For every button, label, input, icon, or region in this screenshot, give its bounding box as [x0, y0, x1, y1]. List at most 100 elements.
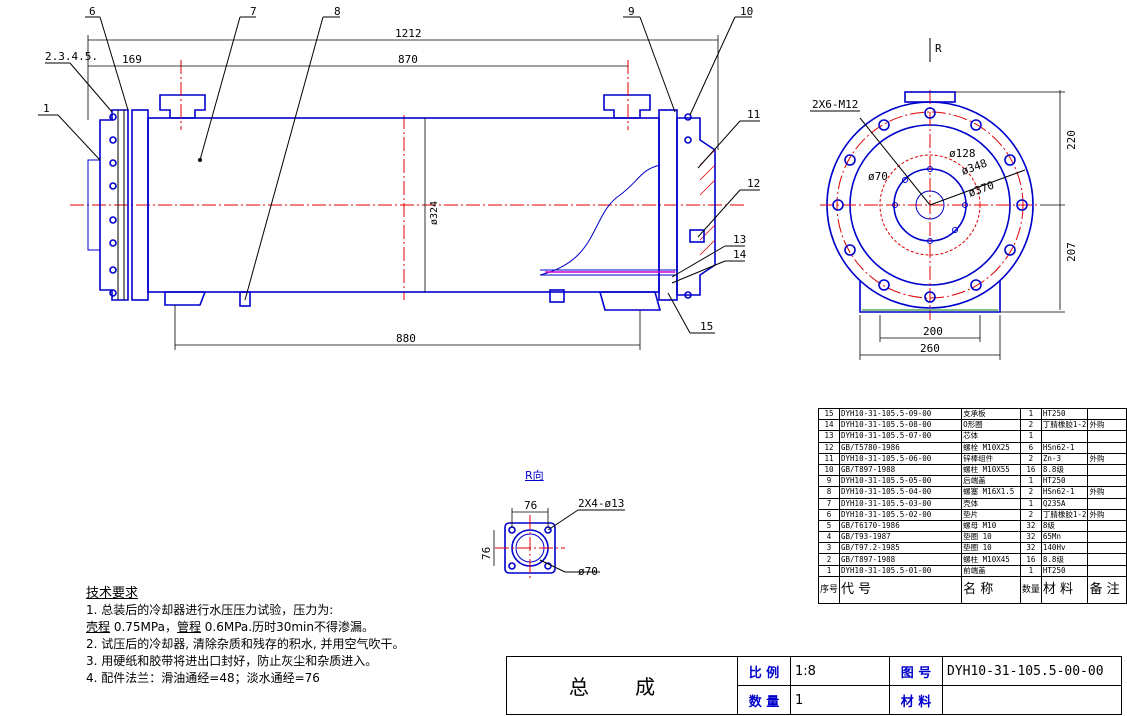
parts-cell-code: GB/T897-1988 [839, 463, 963, 477]
parts-cell-qty: 1 [1019, 497, 1042, 510]
parts-cell-qty: 32 [1019, 519, 1042, 533]
title-block: 总 成 比 例 1:8 图 号 DYH10-31-105.5-00-00 数 量… [506, 656, 1122, 715]
parts-cell-no: 7 [817, 497, 841, 510]
parts-cell-code: DYH10-31-105.5-05-00 [839, 475, 963, 488]
parts-cell-no: 11 [817, 452, 841, 465]
svg-text:207: 207 [1065, 242, 1078, 262]
assembly-name: 总 成 [506, 656, 738, 715]
parts-cell-remark [1087, 463, 1127, 477]
overall-length-dim: 1212 [395, 27, 422, 40]
note-line-1: 1. 总装后的冷却器进行水压压力试验，压力为: [86, 603, 334, 617]
parts-cell-no: 4 [817, 531, 841, 544]
svg-text:15: 15 [700, 320, 713, 333]
front-cover [99, 109, 129, 301]
parts-cell-code: DYH10-31-105.5-04-00 [839, 486, 963, 499]
parts-cell-mat: 丁腈橡胶1-2 [1040, 508, 1089, 521]
parts-cell-remark: 外购 [1087, 452, 1127, 465]
parts-cell-mat: HT250 [1040, 407, 1089, 421]
parts-cell-name: 垫圈 10 [961, 542, 1021, 555]
svg-text:8: 8 [334, 5, 341, 18]
parts-cell-remark [1087, 430, 1127, 443]
inlet-nozzle [159, 94, 206, 119]
note-line-4: 3. 用硬纸和胶带将进出口封好，防止灰尘和杂质进入。 [86, 654, 378, 668]
parts-cell-mat: 丁腈橡胶1-2 [1040, 419, 1089, 432]
parts-cell-no: 2 [817, 553, 841, 566]
svg-text:76: 76 [524, 499, 537, 512]
parts-cell-no: 15 [817, 407, 841, 421]
svg-text:6: 6 [89, 5, 96, 18]
parts-cell-name: 垫片 [961, 508, 1021, 521]
parts-cell-remark [1087, 542, 1127, 555]
parts-cell-name: 垫圈 10 [961, 531, 1021, 544]
svg-text:11: 11 [747, 108, 760, 121]
svg-text:260: 260 [920, 342, 940, 355]
cutaway-curve [539, 164, 661, 276]
parts-cell-no: 1 [817, 564, 841, 577]
parts-cell-code: DYH10-31-105.5-03-00 [839, 497, 963, 510]
side-view: R 2X6-M12 ø128 ø348 ø370 ø70 [810, 38, 1078, 360]
parts-header: 序号 代 号 名 称 数量 材 料 备 注 [817, 575, 1127, 604]
parts-cell-remark [1087, 564, 1127, 577]
parts-cell-remark: 外购 [1087, 419, 1127, 432]
parts-cell-code: GB/T93-1987 [839, 531, 963, 544]
parts-cell-code: DYH10-31-105.5-07-00 [839, 430, 963, 443]
parts-cell-code: GB/T897-1988 [839, 553, 963, 566]
parts-cell-qty: 32 [1019, 531, 1042, 544]
callouts: 2.3.4.5. 1 6 7 8 9 10 11 12 13 14 15 [38, 5, 760, 334]
parts-cell-mat: 8级 [1040, 519, 1089, 533]
rear-bolts [684, 113, 692, 299]
svg-text:10: 10 [740, 5, 753, 18]
parts-cell-code: GB/T6170-1986 [839, 519, 963, 533]
svg-text:ø70: ø70 [868, 170, 888, 183]
front-bolts [109, 110, 125, 300]
parts-cell-name: 螺母 M10 [961, 519, 1021, 533]
svg-text:200: 200 [923, 325, 943, 338]
parts-cell-remark: 外购 [1087, 486, 1127, 499]
parts-cell-qty: 2 [1019, 486, 1042, 499]
r-view: 76 76 2X4-ø13 ø70 [480, 497, 625, 580]
svg-text:9: 9 [628, 5, 635, 18]
parts-cell-mat: HSn62-1 [1040, 441, 1089, 454]
outlet-nozzle [603, 94, 651, 119]
parts-cell-qty: 1 [1019, 430, 1042, 443]
parts-cell-qty: 1 [1019, 407, 1042, 421]
parts-cell-no: 9 [817, 475, 841, 488]
parts-cell-no: 14 [817, 419, 841, 432]
svg-text:12: 12 [747, 177, 760, 190]
view-direction-label: R [935, 42, 942, 55]
parts-cell-remark [1087, 407, 1127, 421]
parts-cell-name: 芯体 [961, 430, 1021, 443]
parts-cell-no: 10 [817, 463, 841, 477]
bottom-support-right [598, 291, 662, 311]
parts-cell-no: 6 [817, 508, 841, 521]
svg-text:220: 220 [1065, 130, 1078, 150]
parts-cell-mat [1040, 430, 1089, 443]
parts-cell-name: 前端盖 [961, 564, 1021, 577]
svg-text:2.3.4.5.: 2.3.4.5. [45, 50, 98, 63]
r-view-label: R向 [525, 469, 544, 482]
zinc-rod [689, 229, 705, 243]
svg-text:ø370: ø370 [967, 179, 996, 200]
parts-cell-name: O形圈 [961, 419, 1021, 432]
rear-head-section [699, 149, 716, 256]
parts-cell-name: 后端盖 [961, 475, 1021, 488]
parts-cell-name: 螺塞 M16X1.5 [961, 486, 1021, 499]
parts-cell-mat: 65Mn [1040, 531, 1089, 544]
parts-cell-remark [1087, 553, 1127, 566]
parts-cell-mat: HT250 [1040, 475, 1089, 488]
parts-cell-name: 支承板 [961, 407, 1021, 421]
parts-cell-mat: Q235A [1040, 497, 1089, 510]
parts-cell-name: 螺柱 M10X45 [961, 553, 1021, 566]
parts-cell-qty: 2 [1019, 452, 1042, 465]
